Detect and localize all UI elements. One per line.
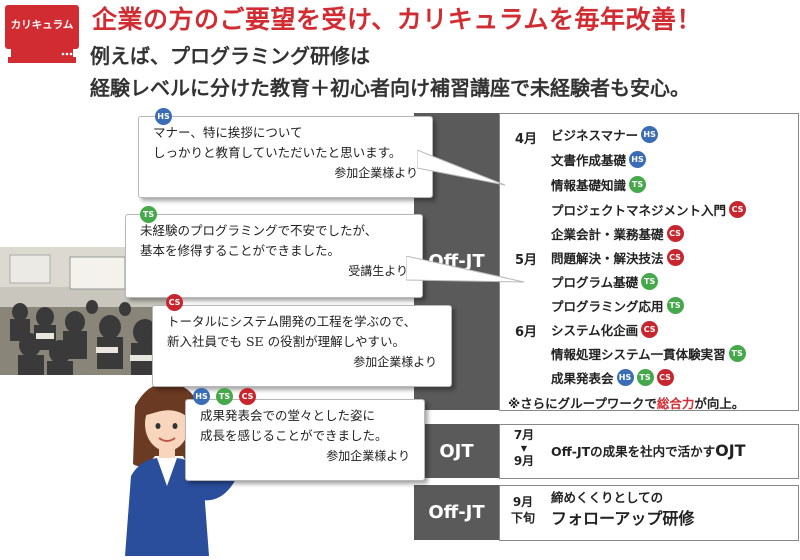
cs-tag: CS <box>666 249 684 266</box>
curriculum-label: 文書作成基礎 <box>551 153 627 168</box>
bubble-pointer <box>417 150 506 186</box>
ojt-period: 7月 ▼ 9月 <box>510 429 538 468</box>
bubble-pointer <box>406 256 525 283</box>
ts-tag: TS <box>641 273 659 290</box>
curriculum-item: 問題解決・解決技法 CS <box>551 248 684 267</box>
cs-tag: CS <box>729 201 747 218</box>
subtitle-line1: 例えば、プログラミング研修は <box>90 44 370 68</box>
ojt-box <box>499 424 799 479</box>
ojt-text-big: OJT <box>715 441 746 460</box>
testimonial-source: 参加企業様より <box>334 166 418 180</box>
month-may: 5月 <box>515 253 538 268</box>
curriculum-label: プロジェクトマネジメント入門 <box>551 203 727 218</box>
ts-tag: TS <box>629 176 647 193</box>
testimonial-line1: マナー、特に挨拶について <box>153 125 303 140</box>
curriculum-label: 問題解決・解決技法 <box>551 251 664 266</box>
followup-month: 9月 <box>512 495 534 509</box>
month-april: 4月 <box>515 132 538 147</box>
curriculum-item: プログラム基礎 TS <box>551 272 659 291</box>
followup-box <box>499 485 799 541</box>
testimonial-line2: 基本を修得することができました。 <box>140 243 341 258</box>
curriculum-item: 情報基礎知識 TS <box>551 175 647 194</box>
testimonial-bubble: 成果発表会での堂々とした姿に 成長を感じることができました。 参加企業様より <box>185 399 425 481</box>
curriculum-item: システム化企画 CS <box>551 320 659 339</box>
curriculum-label: ビジネスマナー <box>551 128 639 143</box>
cs-tag: CS <box>239 388 256 405</box>
testimonial-source: 参加企業様より <box>326 449 410 463</box>
page-title: 企業の方のご要望を受け、カリキュラムを毎年改善！ <box>92 5 703 34</box>
testimonial-line2: 新入社員でも SE の役割が理解しやすい。 <box>167 334 406 349</box>
subtitle-line2: 経験レベルに分けた教育＋初心者向け補習講座で未経験者も安心。 <box>90 76 690 100</box>
group-work-note: ※さらにグループワークで総合力が向上。 <box>508 393 744 412</box>
hs-tag: HS <box>629 151 647 168</box>
hs-tag: HS <box>616 369 634 386</box>
curriculum-item: 情報処理システム一貫体験実習 TS <box>551 344 746 363</box>
followup-line2: フォローアップ研修 <box>551 509 695 528</box>
cs-tag: CS <box>666 225 684 242</box>
note-highlight: 総合力 <box>656 396 695 411</box>
testimonial-bubble: 未経験のプログラミングで不安でしたが、 基本を修得することができました。 受講生… <box>125 214 423 298</box>
offjt-followup-label-text: Off-JT <box>428 502 485 523</box>
ts-tag: TS <box>636 369 654 386</box>
curriculum-label: プログラム基礎 <box>551 275 639 290</box>
testimonial-line2: 成長を感じることができました。 <box>200 428 388 443</box>
classroom-photo <box>0 247 172 375</box>
curriculum-item: 成果発表会 HS TS CS <box>551 368 674 387</box>
testimonial-bubble: マナー、特に挨拶について しっかりと教育していただいたと思います。 参加企業様よ… <box>138 116 433 198</box>
followup-period-text: 下旬 <box>511 511 536 525</box>
ojt-from: 7月 <box>513 428 535 442</box>
note-suffix: が向上。 <box>694 396 745 411</box>
ts-tag: TS <box>728 345 746 362</box>
cs-tag: CS <box>656 369 674 386</box>
curriculum-label: 情報処理システム一貫体験実習 <box>551 347 726 362</box>
followup-period: 9月 下旬 <box>511 494 535 526</box>
ts-tag: TS <box>216 388 233 405</box>
cs-tag: CS <box>641 321 659 338</box>
down-arrow-icon: ▼ <box>520 444 528 453</box>
curriculum-monitor-icon: カリキュラム <box>3 3 81 65</box>
testimonial-source: 参加企業様より <box>353 355 437 369</box>
testimonial-bubble: トータルにシステム開発の工程を学ぶので、 新入社員でも SE の役割が理解しやす… <box>152 305 452 387</box>
hs-tag: HS <box>641 126 659 143</box>
ojt-label-text: OJT <box>439 440 474 462</box>
curriculum-item: ビジネスマナー HS <box>551 125 659 144</box>
cs-tag: CS <box>166 294 183 311</box>
ts-tag: TS <box>666 297 684 314</box>
curriculum-item: プロジェクトマネジメント入門 CS <box>551 200 747 219</box>
curriculum-label: プログラミング応用 <box>551 299 664 314</box>
curriculum-item: 企業会計・業務基礎 CS <box>551 224 684 243</box>
note-prefix: ※さらにグループワークで <box>508 396 657 411</box>
ojt-description: Off-JTの成果を社内で活かすOJT <box>551 441 746 460</box>
testimonial-line1: トータルにシステム開発の工程を学ぶので、 <box>167 314 417 329</box>
curriculum-label: 企業会計・業務基礎 <box>551 227 664 242</box>
hs-tag: HS <box>193 388 210 405</box>
testimonial-line1: 未経験のプログラミングで不安でしたが、 <box>140 223 378 238</box>
testimonial-line2: しっかりと教育していただいたと思います。 <box>153 145 402 160</box>
curriculum-item: 文書作成基礎 HS <box>551 150 647 169</box>
ojt-to: 9月 <box>513 454 535 468</box>
ojt-text: Off-JTの成果を社内で活かす <box>551 444 716 459</box>
ts-tag: TS <box>140 206 157 223</box>
ojt-label: OJT <box>414 424 499 478</box>
followup-description: 締めくくりとしての フォローアップ研修 <box>551 488 694 531</box>
offjt-followup-label: Off-JT <box>414 485 499 540</box>
testimonial-line1: 成果発表会での堂々とした姿に <box>200 408 376 423</box>
curriculum-box <box>499 113 799 411</box>
curriculum-label: 情報基礎知識 <box>551 178 627 193</box>
followup-line1: 締めくくりとしての <box>551 490 664 505</box>
badge-label: カリキュラム <box>10 19 74 31</box>
testimonial-source: 受講生より <box>348 264 408 278</box>
curriculum-item: プログラミング応用 TS <box>551 296 684 315</box>
hs-tag: HS <box>155 108 172 125</box>
curriculum-label: システム化企画 <box>551 323 639 338</box>
curriculum-label: 成果発表会 <box>551 371 614 386</box>
month-june: 6月 <box>515 325 538 340</box>
